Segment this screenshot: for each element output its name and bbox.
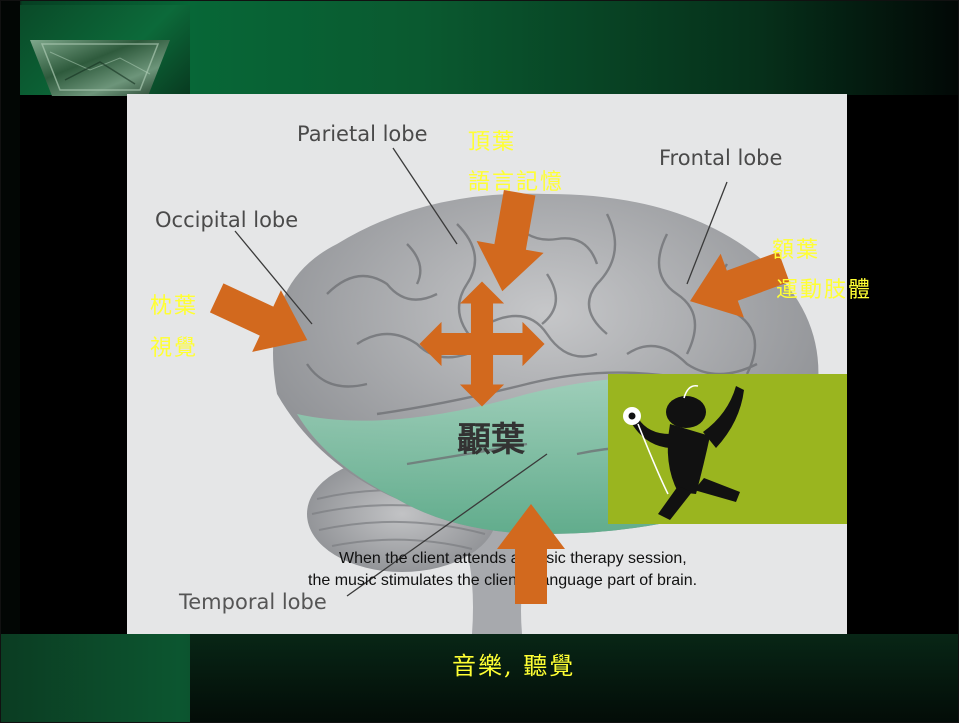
slide: Parietal lobe Frontal lobe Occipital lob…: [0, 0, 959, 723]
slide-border: [0, 0, 959, 723]
